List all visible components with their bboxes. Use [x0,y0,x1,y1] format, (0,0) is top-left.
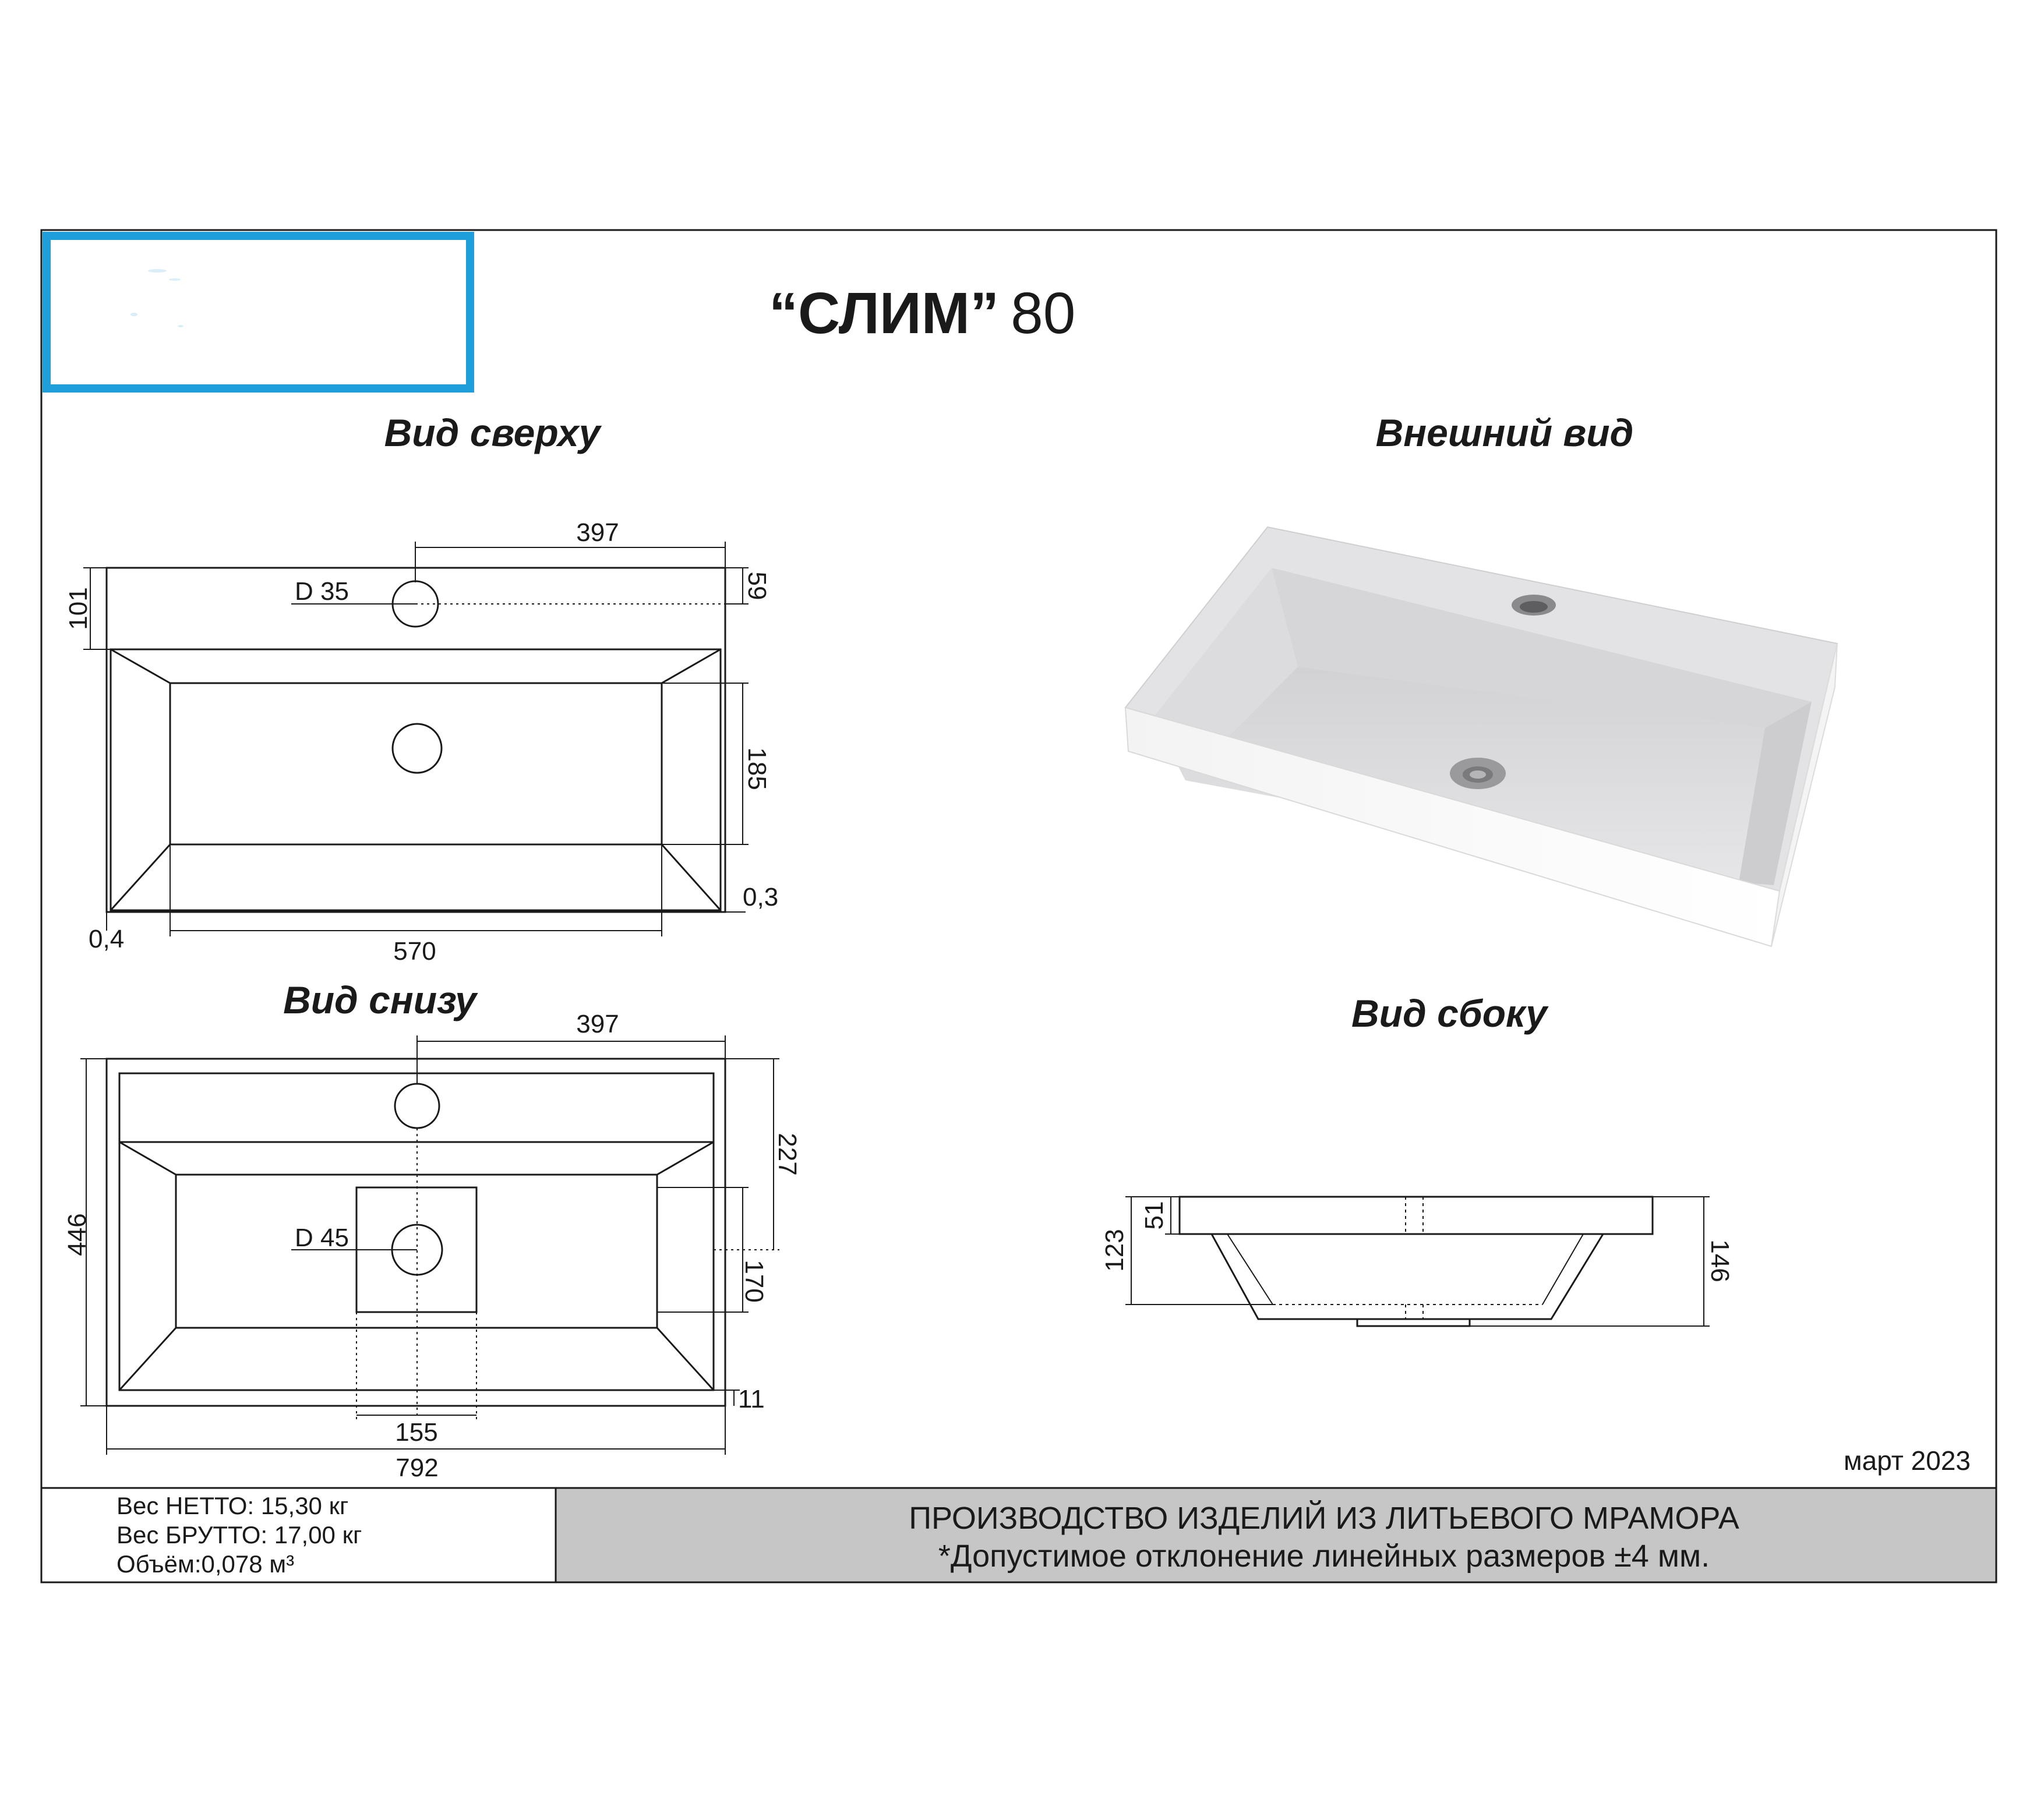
heading-bottom-view: Вид снизу [283,978,478,1021]
basin-inner-right [1739,702,1812,885]
weight-gross: Вес БРУТТО: 17,00 кг [117,1521,362,1549]
production-note: ПРОИЗВОДСТВО ИЗДЕЛИЙ ИЗ ЛИТЬЕВОГО МРАМОР… [909,1500,1739,1536]
side-drain-stub [1356,1318,1471,1327]
bottom-outline [105,1058,726,1407]
product-name: “СЛИМ” [769,281,999,346]
basin-right-face [1771,643,1838,947]
bottom-dim-170: 170 [740,1260,768,1302]
top-outline [105,567,726,913]
side-top-slab [1178,1196,1654,1235]
bottom-view-dimensions [80,1035,779,1455]
bottom-dim-155: 155 [395,1418,437,1447]
top-dim-59: 59 [743,572,771,600]
basin-inner-back [1272,568,1812,728]
bottom-faucet-hole [394,1083,440,1129]
top-dim-101: 101 [64,587,93,630]
bottom-dim-11: 11 [738,1385,765,1413]
external-view-render [1124,526,1838,948]
side-view-drawing [1178,1196,1654,1327]
side-view-dimensions [1125,1196,1710,1327]
side-view-labels: 51 123 146 [1100,1201,1734,1282]
product-model: 80 [1011,281,1075,346]
top-dim-397: 397 [576,518,619,547]
top-bowl-floor [169,682,663,846]
top-view-drawing [105,567,726,913]
footer-band [555,1487,1997,1583]
revision-date: март 2023 [1844,1445,1971,1476]
tolerance-note: *Допустимое отклонение линейных размеров… [938,1539,1710,1574]
weight-net: Вес НЕТТО: 15,30 кг [117,1492,348,1519]
bottom-inner [118,1072,715,1391]
bottom-view-drawing [105,1058,726,1407]
logo-faint-marks [130,269,183,327]
top-bowl-rim [110,648,722,911]
heading-top-view: Вид сверху [384,411,602,454]
heading-external-view: Внешний вид [1376,411,1634,454]
logo-box [43,232,474,393]
bottom-dim-397: 397 [576,1010,619,1038]
top-dim-570: 570 [393,937,436,966]
footer-specs: Вес НЕТТО: 15,30 кг Вес БРУТТО: 17,00 кг… [117,1492,362,1578]
top-dim-185: 185 [743,747,771,790]
side-dim-51: 51 [1140,1201,1168,1230]
drain-hole [391,723,443,774]
side-dim-146: 146 [1706,1239,1734,1282]
bottom-view-labels: 397 D 45 446 227 170 11 155 792 [63,1010,802,1482]
top-view-dimensions [83,542,749,936]
heading-side-view: Вид сбоку [1351,992,1549,1035]
bottom-d45-label: D 45 [295,1224,349,1252]
side-basin-profile [1210,1233,1604,1320]
top-view-labels: 397 D 35 101 59 185 0,3 0,4 570 [64,518,778,966]
side-dim-123: 123 [1100,1229,1129,1271]
bottom-dim-446: 446 [63,1213,91,1256]
volume: Объём:0,078 м³ [117,1550,294,1578]
footer-notes: ПРОИЗВОДСТВО ИЗДЕЛИЙ ИЗ ЛИТЬЕВОГО МРАМОР… [909,1500,1739,1574]
top-dim-04: 0,4 [89,925,124,953]
product-title: “СЛИМ”80 [769,281,1075,346]
bottom-dim-792: 792 [396,1454,438,1482]
top-d35-label: D 35 [295,577,349,606]
top-dim-03: 0,3 [743,883,778,911]
bottom-dim-227: 227 [773,1133,802,1175]
